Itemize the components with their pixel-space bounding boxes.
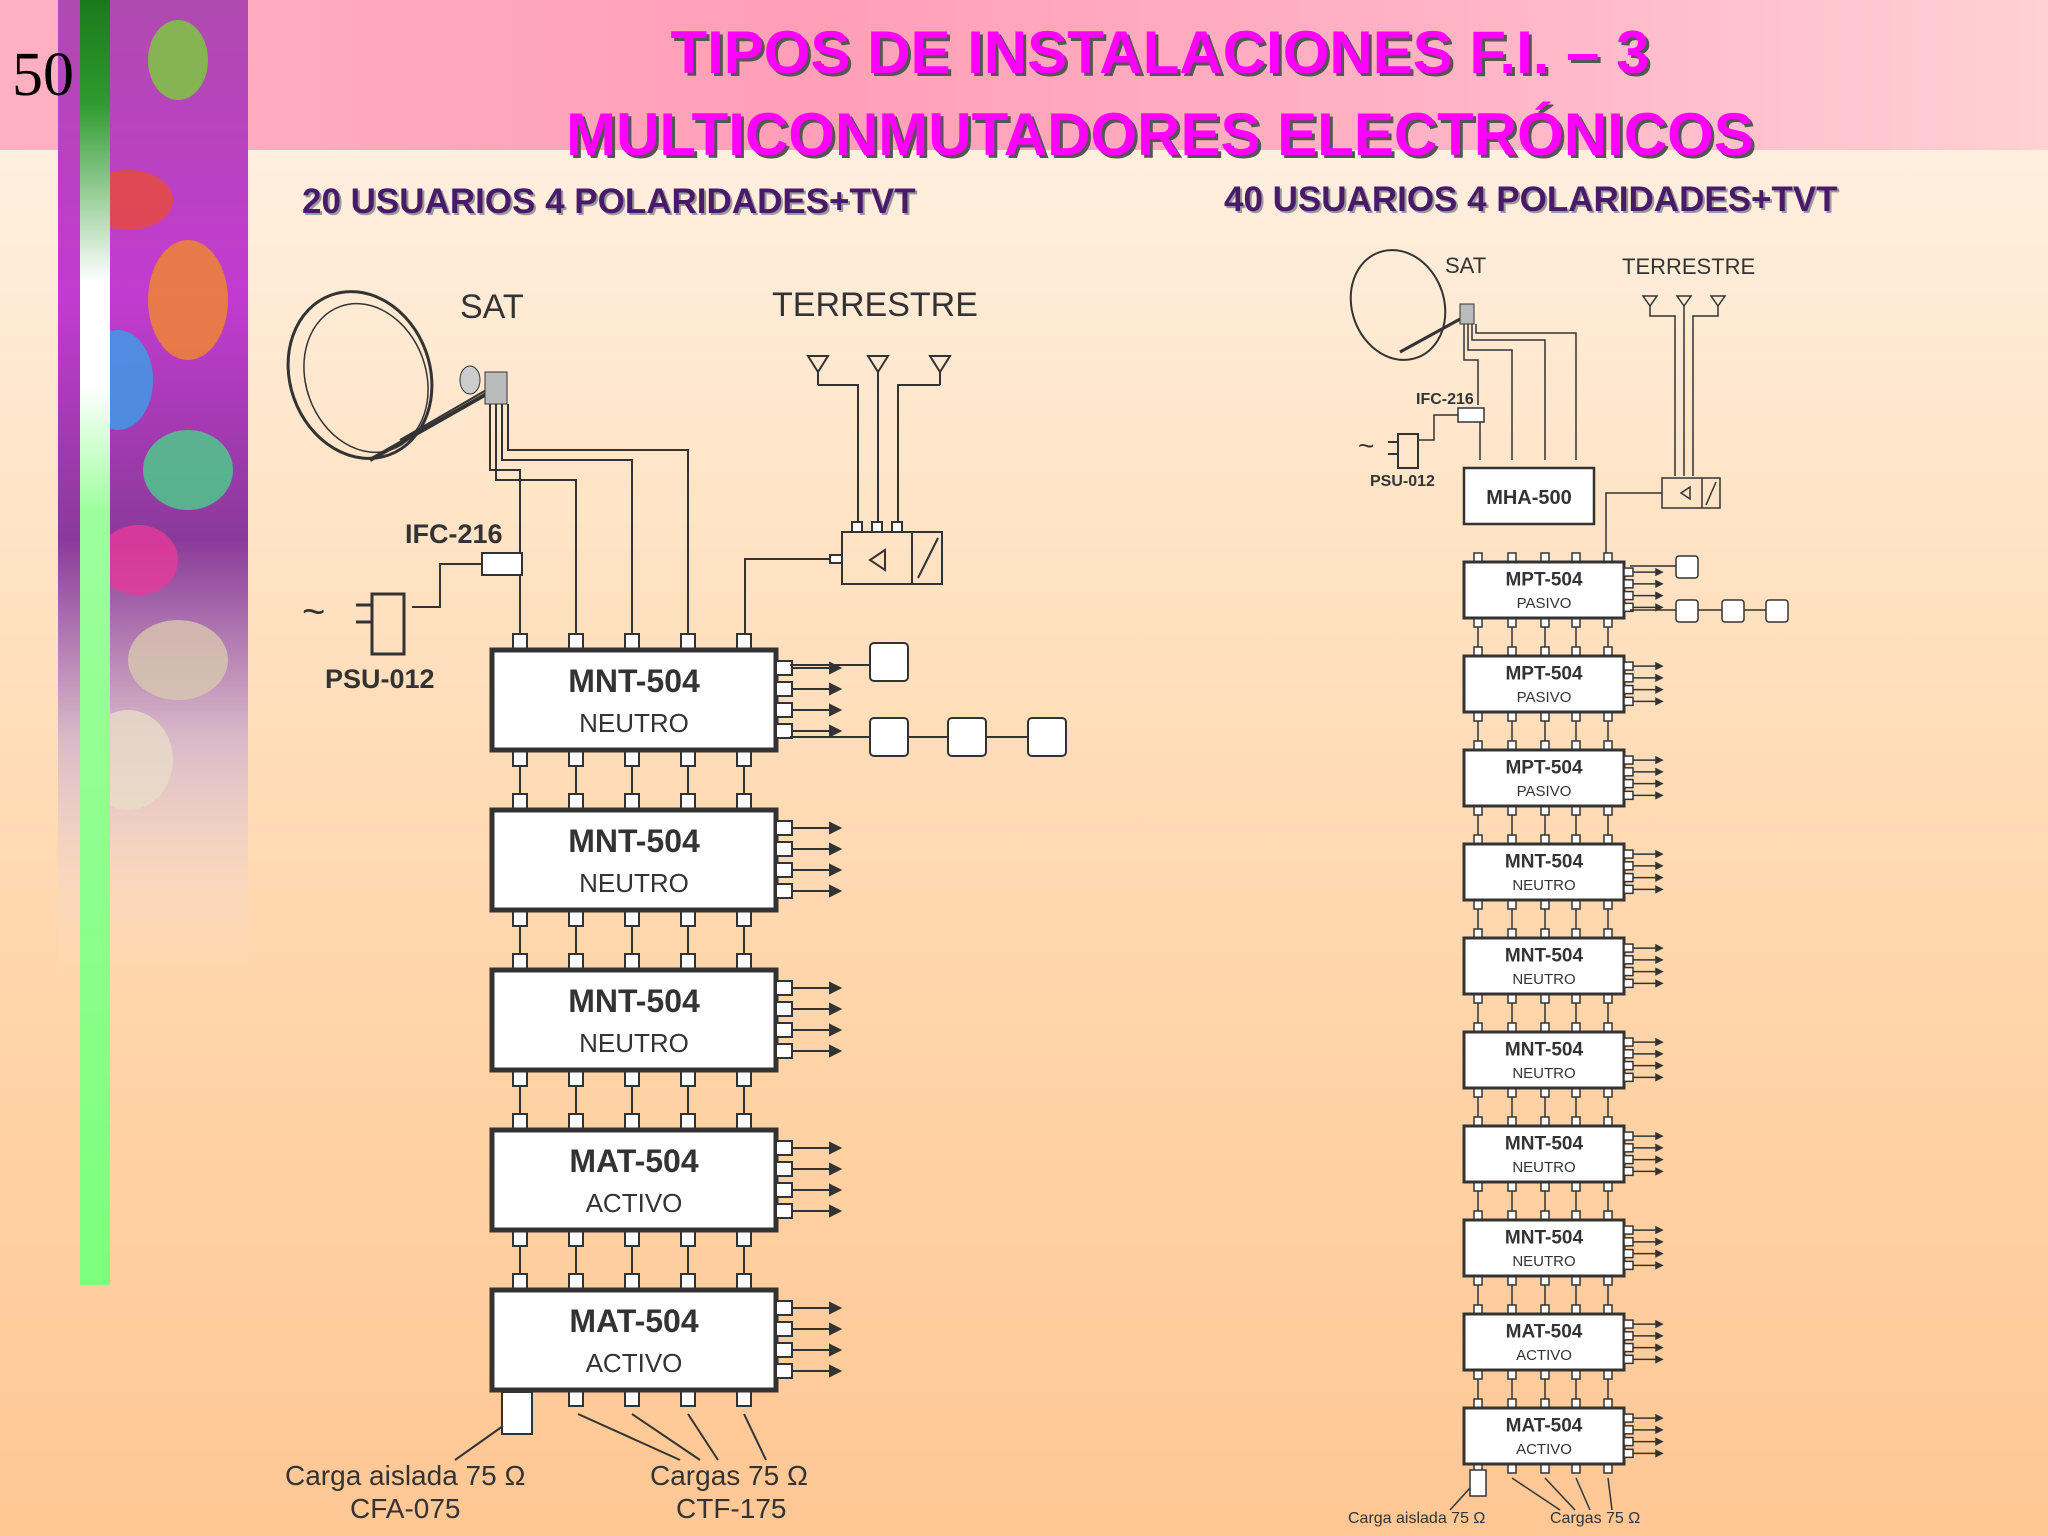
right-psu-012 <box>1388 433 1419 469</box>
left-sat-dish-icon <box>286 290 508 462</box>
right-sat-label: SAT <box>1445 253 1486 278</box>
right-module-model: MAT-504 <box>1506 1416 1583 1437</box>
left-module-type: NEUTRO <box>579 868 689 898</box>
right-module-model: MNT-504 <box>1505 1040 1584 1061</box>
left-module-model: MNT-504 <box>568 983 700 1019</box>
right-ifc-label: IFC-216 <box>1416 391 1474 408</box>
left-psu-012 <box>356 592 406 656</box>
left-lnb-cables <box>489 404 689 633</box>
slide-title-line1: TIPOS DE INSTALACIONES F.I. – 3 <box>670 19 1650 86</box>
right-lnb-cables <box>1463 324 1577 460</box>
left-terrestre-label: TERRESTRE <box>772 286 978 324</box>
left-user-outlets <box>790 642 1067 757</box>
right-module-model: MNT-504 <box>1505 946 1584 967</box>
right-module-type: NEUTRO <box>1512 1253 1575 1270</box>
left-cargas-code: CTF-175 <box>676 1493 786 1524</box>
right-mha-500 <box>1462 466 1596 526</box>
right-diagram-subtitle: 40 USUARIOS 4 POLARIDADES+TVT <box>1224 180 1838 219</box>
right-cargas-label: Cargas 75 Ω <box>1550 1510 1640 1527</box>
right-module-model: MPT-504 <box>1505 570 1583 591</box>
right-module-type: PASIVO <box>1517 783 1572 800</box>
right-module-model: MNT-504 <box>1505 852 1584 873</box>
left-cargas-label: Cargas 75 Ω <box>650 1460 808 1491</box>
right-module-model: MPT-504 <box>1505 758 1583 779</box>
right-psu-tilde: ~ <box>1358 430 1374 461</box>
left-psu-label: PSU-012 <box>325 664 435 694</box>
right-module-type: NEUTRO <box>1512 877 1575 894</box>
right-module-type: NEUTRO <box>1512 1159 1575 1176</box>
title-band <box>0 0 2048 150</box>
right-terrestre-label: TERRESTRE <box>1622 254 1755 279</box>
page-number: 50 <box>12 41 74 109</box>
left-diagram-subtitle: 20 USUARIOS 4 POLARIDADES+TVT <box>302 182 916 221</box>
right-head-module: MHA-500 <box>1486 487 1572 509</box>
left-carga-aislada-code: CFA-075 <box>350 1493 461 1524</box>
right-module-type: PASIVO <box>1517 689 1572 706</box>
right-module-model: MNT-504 <box>1505 1134 1584 1155</box>
slide-title-line2: MULTICONMUTADORES ELECTRÓNICOS <box>566 101 1754 168</box>
right-module-type: ACTIVO <box>1516 1441 1572 1458</box>
right-module-type: ACTIVO <box>1516 1347 1572 1364</box>
right-module-type: PASIVO <box>1517 595 1572 612</box>
left-ifc-216 <box>412 552 523 633</box>
left-loads <box>454 1391 767 1461</box>
left-terrestrial-antenna-icon <box>806 355 952 522</box>
left-carga-aislada-label: Carga aislada 75 Ω <box>285 1460 525 1491</box>
right-user-outlets <box>1630 555 1789 623</box>
right-module-type: NEUTRO <box>1512 971 1575 988</box>
left-module-model: MAT-504 <box>569 1303 698 1339</box>
right-carga-aislada-label: Carga aislada 75 Ω <box>1348 1510 1485 1527</box>
right-module-model: MNT-504 <box>1505 1228 1584 1249</box>
right-module-type: NEUTRO <box>1512 1065 1575 1082</box>
right-sat-dish-icon <box>1349 249 1475 361</box>
right-module-model: MAT-504 <box>1506 1322 1583 1343</box>
left-module-type: ACTIVO <box>586 1188 683 1218</box>
right-module-model: MPT-504 <box>1505 664 1583 685</box>
left-module-type: NEUTRO <box>579 708 689 738</box>
left-module-model: MNT-504 <box>568 823 700 859</box>
left-module-model: MAT-504 <box>569 1143 698 1179</box>
left-ifc-label: IFC-216 <box>405 519 503 549</box>
left-module-type: NEUTRO <box>579 1028 689 1058</box>
left-diagram: SAT TERRESTRE <box>285 286 1067 1524</box>
right-loads <box>1449 1469 1613 1511</box>
left-module-type: ACTIVO <box>586 1348 683 1378</box>
left-psu-tilde: ~ <box>302 590 325 634</box>
left-module-model: MNT-504 <box>568 663 700 699</box>
right-terrestrial-antenna-icon <box>1605 295 1727 563</box>
left-sat-label: SAT <box>460 288 524 326</box>
right-ifc-216 <box>1418 407 1485 460</box>
left-terrestrial-amplifier <box>744 521 943 633</box>
green-accent-bar <box>80 0 110 1285</box>
right-diagram: SAT TERRESTRE IFC-216 <box>1348 249 1789 1527</box>
right-psu-label: PSU-012 <box>1370 473 1435 490</box>
